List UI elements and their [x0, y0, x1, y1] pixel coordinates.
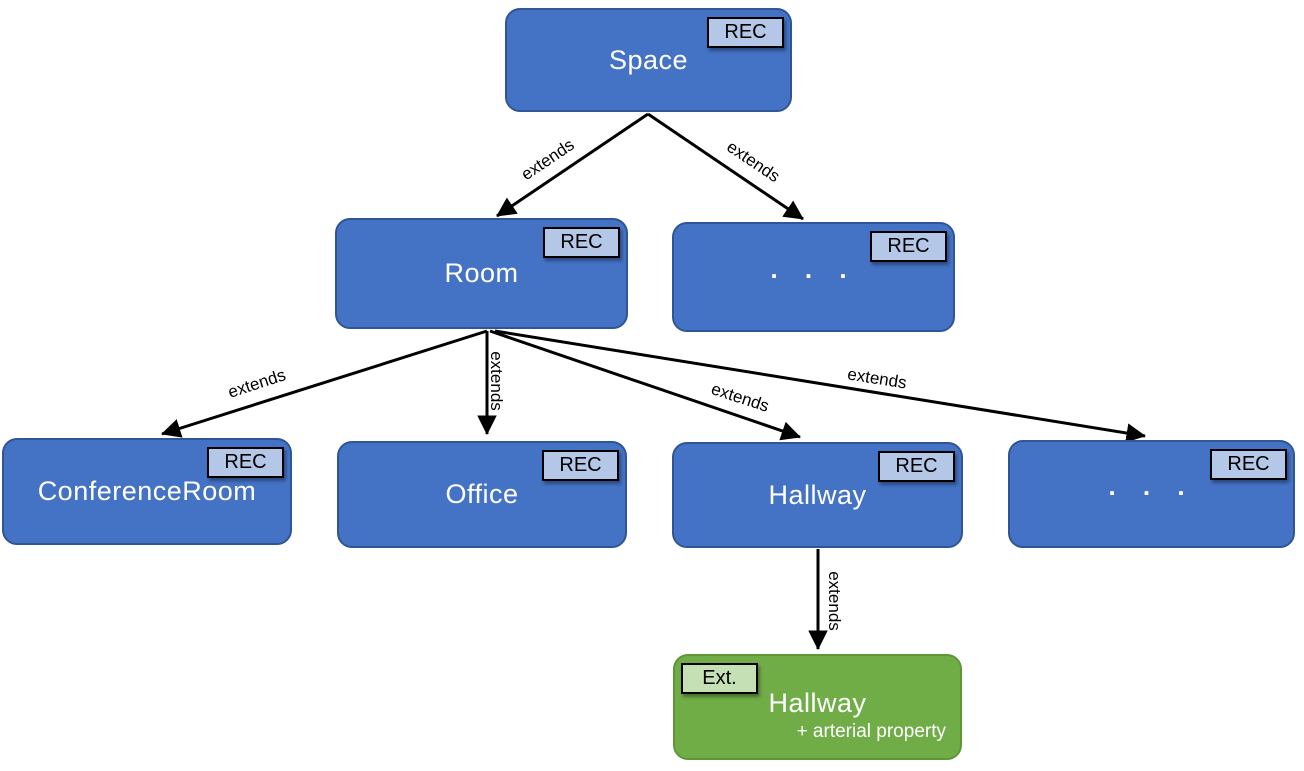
rec-badge: REC [707, 17, 784, 48]
node-space: REC Space [505, 8, 792, 112]
rec-badge: REC [207, 447, 284, 478]
rec-badge: REC [870, 231, 947, 262]
node-office: REC Office [337, 441, 627, 548]
edge-room-more [494, 329, 1146, 443]
node-label: Hallway [768, 687, 867, 718]
rec-badge: REC [543, 227, 620, 258]
node-hallway: REC Hallway [672, 442, 963, 548]
node-hallway-extension: Ext. Hallway + arterial property [673, 654, 962, 760]
node-room-more: REC . . . [1008, 440, 1295, 548]
edge-label-extends: extends [825, 571, 844, 631]
node-label: Office [445, 479, 519, 509]
node-sublabel: + arterial property [796, 720, 946, 742]
node-space-more: REC . . . [672, 222, 955, 332]
ellipsis-label: . . . [1108, 470, 1195, 501]
ellipsis-label: . . . [770, 253, 857, 284]
edge-room-hallway [489, 329, 801, 441]
edge-label-extends: extends [487, 351, 506, 411]
node-label: ConferenceRoom [37, 476, 257, 506]
rec-badge: REC [878, 451, 955, 482]
ext-badge: Ext. [681, 663, 758, 694]
node-conference-room: REC ConferenceRoom [2, 438, 292, 545]
edge-room-conference [161, 329, 488, 438]
node-label: Hallway [768, 479, 867, 510]
node-label: Room [444, 258, 519, 288]
edge-space-room [496, 112, 649, 218]
edge-space-more [647, 112, 804, 221]
node-room: REC Room [335, 218, 628, 329]
node-label: Space [608, 44, 689, 75]
rec-badge: REC [542, 450, 619, 481]
rec-badge: REC [1210, 449, 1287, 480]
